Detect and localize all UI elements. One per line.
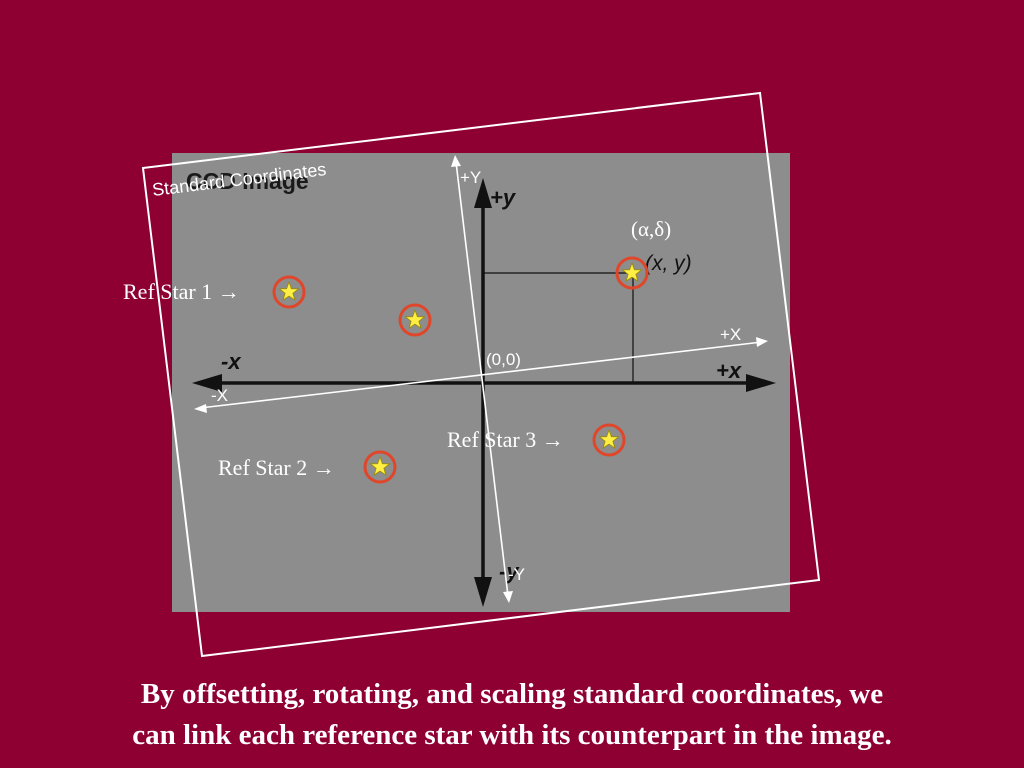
X-axis-left-arrowhead <box>194 404 207 413</box>
pixel-coordinate-label: (x, y) <box>645 252 692 275</box>
ccd-minus-x-label: -x <box>221 349 241 374</box>
reference-star-1-label: Ref Star 1 → <box>123 279 240 304</box>
x-axis-right-arrowhead <box>746 374 776 392</box>
Y-axis-bottom-arrowhead <box>503 591 513 603</box>
reference-star-3-label: Ref Star 3 → <box>447 427 564 452</box>
reference-star-2-label: Ref Star 2 → <box>218 455 335 480</box>
projection-lines <box>483 272 634 383</box>
y-axis-top-arrowhead <box>474 178 492 208</box>
y-axis-bottom-arrowhead <box>474 577 492 607</box>
standard-axes <box>194 155 768 603</box>
standard-minus-X-label: -X <box>211 386 228 405</box>
ccd-image-title: CCD Image <box>186 168 309 194</box>
x-axis-left-arrowhead <box>192 374 222 392</box>
celestial-coordinate-label: (α,δ) <box>631 217 671 241</box>
Y-axis-top-arrowhead <box>451 155 461 167</box>
caption-line-2: can link each reference star with its co… <box>132 719 892 751</box>
ccd-plus-x-label: +x <box>716 358 742 383</box>
standard-plus-X-label: +X <box>720 325 741 344</box>
standard-coordinates-frame <box>141 91 821 658</box>
ccd-plus-y-label: +y <box>490 185 517 210</box>
standard-minus-Y-label: -Y <box>508 565 525 584</box>
caption-line-1: By offsetting, rotating, and scaling sta… <box>140 678 884 710</box>
standard-Y-axis <box>455 161 509 597</box>
X-axis-right-arrowhead <box>756 337 768 347</box>
origin-label: (0,0) <box>486 350 521 369</box>
standard-plus-Y-label: +Y <box>460 168 481 187</box>
